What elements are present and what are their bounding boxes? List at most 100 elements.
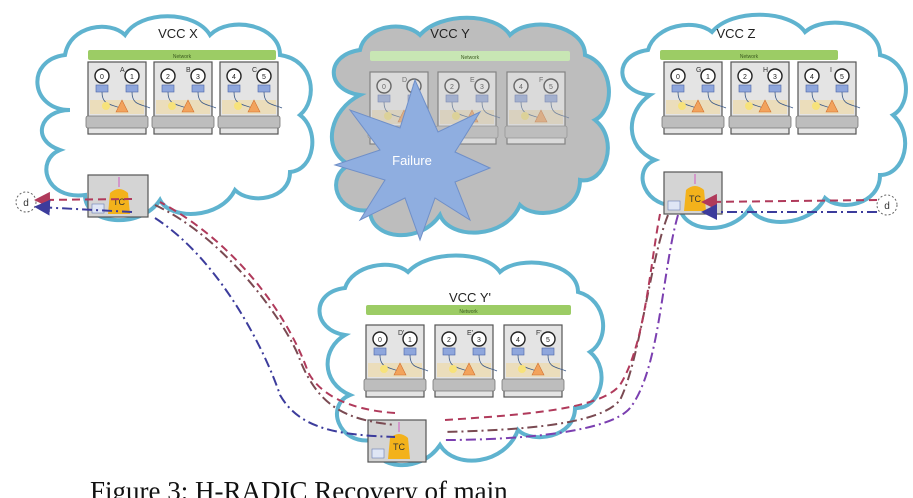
link-line xyxy=(774,91,794,109)
protector-box xyxy=(738,84,752,93)
process-circle xyxy=(670,68,686,84)
link-line xyxy=(481,101,501,119)
process-label: 1 xyxy=(130,74,134,81)
process-label: 2 xyxy=(166,74,170,81)
observer-icon xyxy=(234,102,242,110)
node-label: A xyxy=(120,67,125,74)
node-label: H xyxy=(763,67,768,74)
controller-icon xyxy=(181,99,195,113)
process-circle xyxy=(474,78,490,94)
network-label: Network xyxy=(461,55,480,61)
endpoint-circle xyxy=(876,194,898,216)
endpoint-label: d xyxy=(23,198,29,209)
node-disk xyxy=(501,378,565,392)
tc-icon xyxy=(108,189,130,214)
node-label: F' xyxy=(536,330,542,337)
cloud-title: VCC Z xyxy=(717,26,756,41)
tc-protector-box xyxy=(371,448,385,459)
protector-box xyxy=(475,94,489,103)
node-label: I xyxy=(830,67,832,74)
protector-box xyxy=(95,84,109,93)
link-line xyxy=(131,91,151,109)
process-label: 1 xyxy=(706,74,710,81)
node-label: G xyxy=(696,67,701,74)
network-label: Network xyxy=(740,54,759,60)
node-label: D' xyxy=(398,330,404,337)
endpoint-d-left: d xyxy=(15,191,37,213)
controller-icon xyxy=(825,99,839,113)
tc-label: TC xyxy=(689,194,701,204)
process-label: 4 xyxy=(519,84,523,91)
link-line xyxy=(547,354,567,372)
process-circle xyxy=(834,68,850,84)
path-z-to-yprime-brown xyxy=(444,214,669,433)
protector-box xyxy=(161,84,175,93)
process-circle xyxy=(160,68,176,84)
path-x-to-yprime-blue xyxy=(154,217,396,438)
process-circle xyxy=(94,68,110,84)
node-disk xyxy=(432,378,496,392)
process-circle xyxy=(256,68,272,84)
tc-box: TC xyxy=(367,419,427,463)
protector-box xyxy=(403,347,417,356)
protector-box xyxy=(257,84,271,93)
figure-caption: Figure 3: H-RADIC Recovery of main xyxy=(90,476,508,498)
observer-icon xyxy=(168,102,176,110)
tc-box: TC xyxy=(663,171,723,215)
process-circle xyxy=(540,331,556,347)
controller-icon xyxy=(462,362,476,376)
observer-icon xyxy=(449,365,457,373)
path-x-to-d-red xyxy=(34,191,133,208)
path-yprime-to-x-red xyxy=(159,201,396,414)
link-line xyxy=(550,101,570,119)
protector-box xyxy=(472,347,486,356)
node-label: E xyxy=(470,77,475,84)
node-label: E' xyxy=(467,330,473,337)
protector-box xyxy=(442,347,456,356)
cloud-title: VCC Y xyxy=(430,26,470,41)
protector-box xyxy=(514,94,528,103)
path-z-to-d-red xyxy=(701,193,878,210)
process-label: 2 xyxy=(450,84,454,91)
protector-box xyxy=(768,84,782,93)
process-circle xyxy=(700,68,716,84)
tc-icon xyxy=(684,186,706,211)
endpoint-d-right: d xyxy=(876,194,898,216)
process-label: 4 xyxy=(232,74,236,81)
process-circle xyxy=(402,331,418,347)
process-label: 1 xyxy=(408,337,412,344)
link-line xyxy=(478,354,498,372)
network-bar xyxy=(660,50,838,60)
protector-box xyxy=(373,347,387,356)
path-x-to-d-blue xyxy=(34,199,133,216)
process-label: 5 xyxy=(549,84,553,91)
link-line xyxy=(841,91,861,109)
protector-box xyxy=(835,84,849,93)
process-label: 0 xyxy=(100,74,104,81)
protector-box xyxy=(701,84,715,93)
cloud-title: VCC X xyxy=(158,26,198,41)
observer-icon xyxy=(452,112,460,120)
observer-icon xyxy=(102,102,110,110)
network-bar xyxy=(88,50,276,60)
network-bar xyxy=(366,305,571,315)
observer-icon xyxy=(380,365,388,373)
protector-box xyxy=(805,84,819,93)
tc-label: TC xyxy=(113,197,125,207)
node-label: D xyxy=(402,77,407,84)
node-disk xyxy=(728,115,792,129)
protector-box xyxy=(511,347,525,356)
link-line xyxy=(197,91,217,109)
node-disk xyxy=(151,115,215,129)
controller-icon xyxy=(531,362,545,376)
failure-burst: Failure xyxy=(333,78,492,242)
process-circle xyxy=(737,68,753,84)
